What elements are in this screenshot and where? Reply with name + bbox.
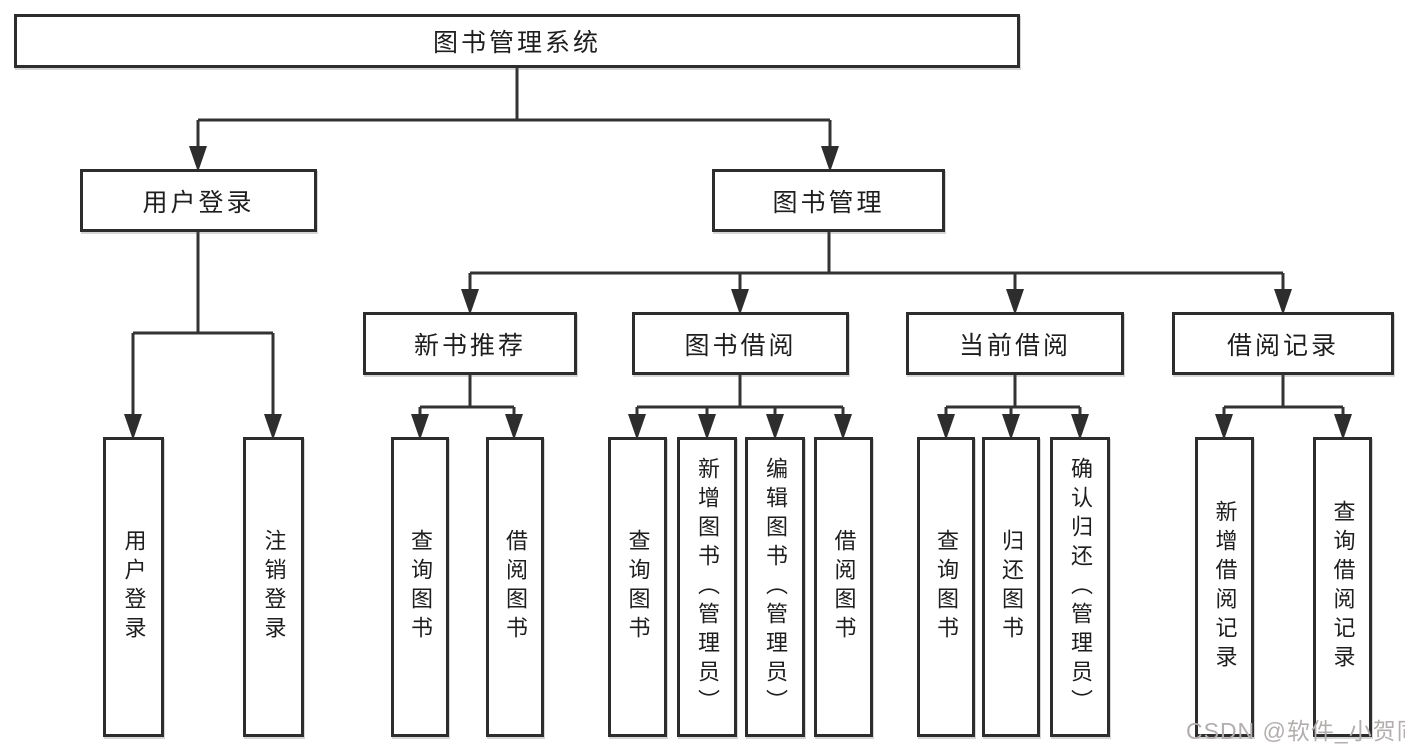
node-leaf-br-query-record: 查询借阅记录 [1313,437,1372,737]
node-book-borrowing: 图书借阅 [632,312,849,375]
node-current-borrowing: 当前借阅 [906,312,1124,375]
node-user-login: 用户登录 [80,169,317,232]
node-book-management: 图书管理 [712,169,945,232]
arrowhead-icons [124,146,1352,440]
node-root-library-system: 图书管理系统 [14,14,1020,68]
node-leaf-cb-confirm-return-admin: 确认归还（管理员） [1050,437,1110,737]
node-leaf-user-login: 用户登录 [103,437,164,737]
node-leaf-rec-query-books: 查询图书 [391,437,449,737]
node-leaf-cb-return-books: 归还图书 [982,437,1040,737]
node-new-book-recommend: 新书推荐 [363,312,577,375]
node-leaf-logout: 注销登录 [243,437,304,737]
node-leaf-cb-query-books: 查询图书 [917,437,975,737]
node-leaf-br-add-record: 新增借阅记录 [1195,437,1254,737]
node-leaf-bb-add-books-admin: 新增图书（管理员） [677,437,737,737]
node-leaf-rec-borrow-books: 借阅图书 [486,437,544,737]
node-leaf-bb-query-books: 查询图书 [608,437,667,737]
node-leaf-bb-borrow-books: 借阅图书 [814,437,873,737]
node-borrowing-records: 借阅记录 [1172,312,1394,375]
node-leaf-bb-edit-books-admin: 编辑图书（管理员） [745,437,805,737]
csdn-watermark: CSDN @软件_小贺同学 [1186,718,1405,744]
